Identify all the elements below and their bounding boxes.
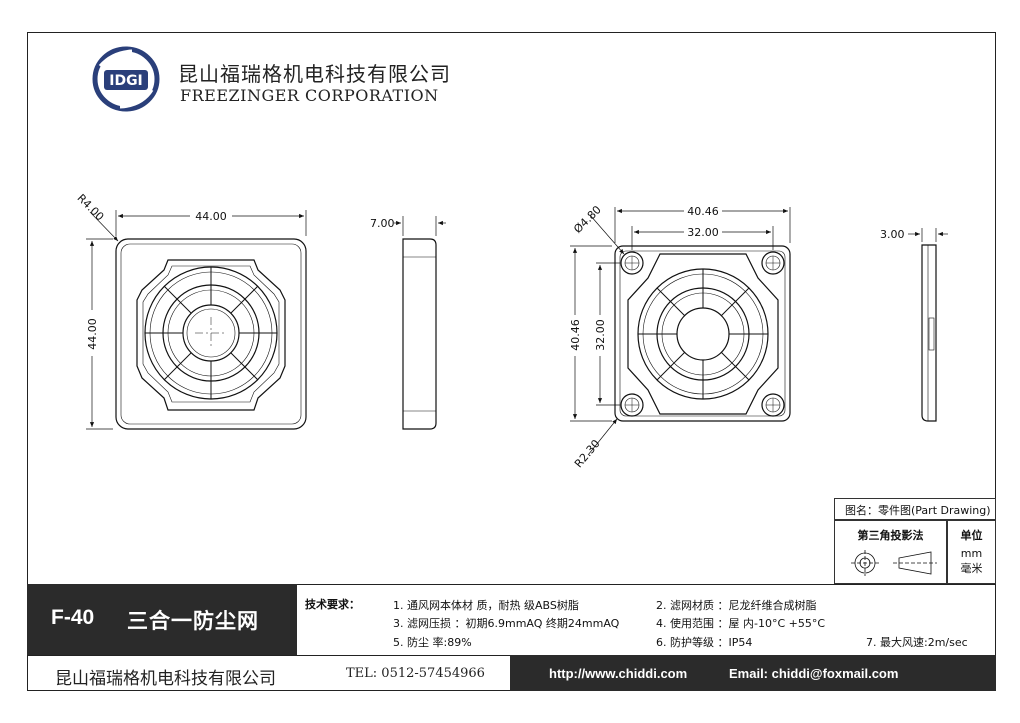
requirement-item: 2. 滤网材质 ：尼龙纤维合成树脂 <box>656 599 817 612</box>
back-radius-dim: R2.30 <box>572 437 603 470</box>
front-radius-dim: R4.00 <box>75 192 107 224</box>
requirement-item: 5. 防尘 率:89% <box>393 636 472 649</box>
projection-label: 第三角投影法 <box>857 529 924 542</box>
product-title-block: F-40 三合一防尘网 <box>27 584 297 655</box>
footer-email-link[interactable]: Email: chiddi@foxmail.com <box>729 666 899 681</box>
hole-dia-dim: Ø4.80 <box>571 203 604 236</box>
requirement-item: 6. 防护等级 ：IP54 <box>656 636 753 649</box>
product-name: 三合一防尘网 <box>127 609 259 633</box>
company-name-cn: 昆山福瑞格机电科技有限公司 <box>178 62 451 86</box>
unit-value-en: mm <box>960 547 983 560</box>
requirement-item: 1. 通风网本体材 质，耐热 级ABS树脂 <box>393 599 579 612</box>
side1-dimensions <box>394 216 446 236</box>
back-hole-x-dim: 32.00 <box>687 226 719 239</box>
back-height-dim: 40.46 <box>569 319 582 351</box>
front-height-dim: 44.00 <box>86 318 99 350</box>
requirement-item: 3. 滤网压损 ：初期6.9mmAQ 终期24mmAQ <box>393 617 620 630</box>
side-thickness-dim: 7.00 <box>370 217 395 230</box>
unit-cell: 单位 mm 毫米 <box>947 520 996 584</box>
back-width-dim: 40.46 <box>687 205 719 218</box>
front-dimensions <box>86 210 307 430</box>
drawing-name: 图名：零件图(Part Drawing) <box>845 504 991 517</box>
svg-text:IDGI: IDGI <box>109 73 143 89</box>
third-angle-projection-symbol <box>850 550 937 576</box>
product-code: F-40 <box>51 606 95 629</box>
drawing-name-cell: 图名：零件图(Part Drawing) <box>834 498 996 520</box>
requirement-item: 7. 最大风速:2m/sec <box>866 636 968 649</box>
back-hole-y-dim: 32.00 <box>594 319 607 351</box>
footer-tel: TEL: 0512-57454966 <box>346 666 485 681</box>
requirements-label: 技术要求： <box>305 598 360 611</box>
projection-cell: 第三角投影法 <box>834 520 947 584</box>
footer-company: 昆山福瑞格机电科技有限公司 <box>55 669 276 689</box>
side2-thickness-dim: 3.00 <box>880 228 905 241</box>
unit-label: 单位 <box>960 529 983 542</box>
side-view-2 <box>921 244 937 422</box>
footer-website-link[interactable]: http://www.chiddi.com <box>549 666 688 681</box>
company-logo: IDGI <box>92 46 160 112</box>
back-view <box>614 245 791 422</box>
side-view-1 <box>402 238 437 430</box>
unit-value-cn: 毫米 <box>960 562 983 575</box>
front-width-dim: 44.00 <box>195 210 227 223</box>
spec-band <box>27 584 996 655</box>
side2-dimensions <box>908 228 948 242</box>
back-dimensions <box>570 207 791 456</box>
company-name-en: FREEZINGER CORPORATION <box>180 86 439 105</box>
front-view <box>115 238 307 430</box>
requirement-item: 4. 使用范围 ：屋 内-10°C +55°C <box>656 617 826 630</box>
footer-contact-block <box>510 655 996 691</box>
